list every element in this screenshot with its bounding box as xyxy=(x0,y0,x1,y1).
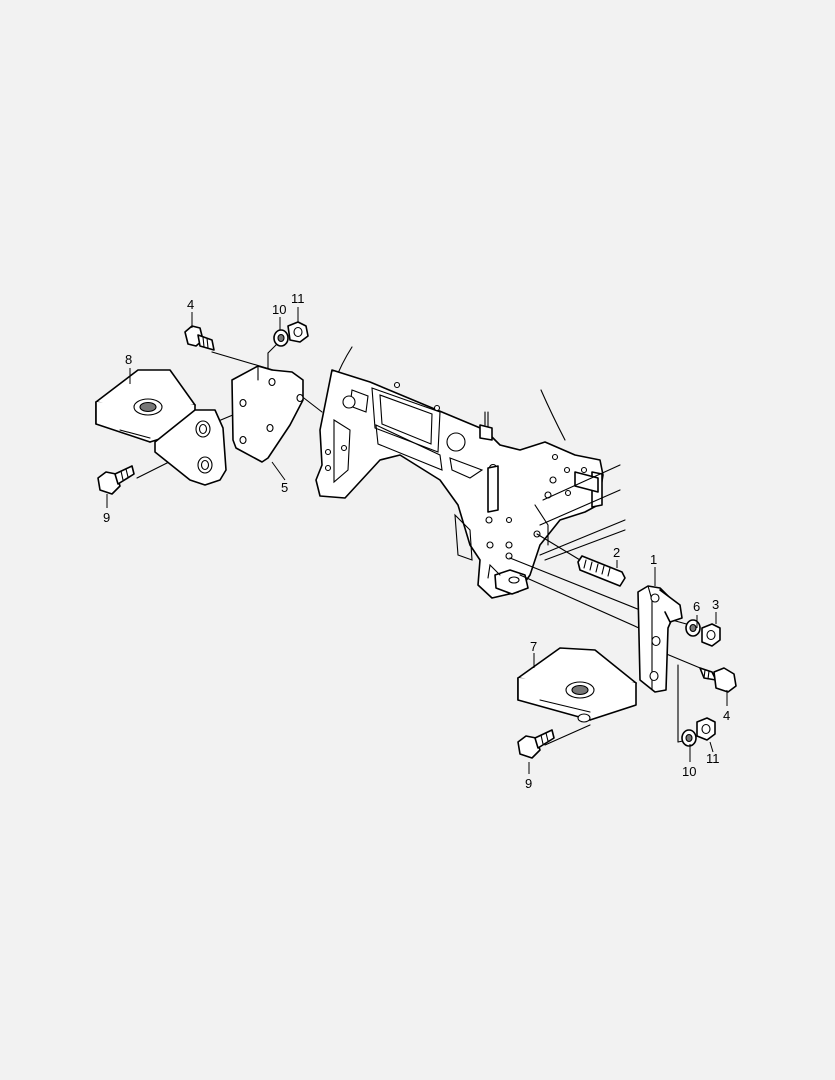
bracket-left xyxy=(231,365,304,463)
callout-6: 6 xyxy=(693,599,700,614)
callout-8: 8 xyxy=(125,352,132,367)
callout-11-top: 11 xyxy=(291,291,305,306)
washer-10-bottom xyxy=(681,729,697,747)
callout-7: 7 xyxy=(530,639,537,654)
bracket-right xyxy=(637,585,683,693)
nut-11-bottom xyxy=(696,717,716,741)
rubber-mount-right xyxy=(517,647,637,723)
bolt-9-right xyxy=(517,729,555,759)
leader-lines xyxy=(106,307,728,774)
rubber-mount-left xyxy=(95,369,227,486)
callout-4-right: 4 xyxy=(723,708,730,723)
callout-9-right: 9 xyxy=(525,776,532,791)
callout-2: 2 xyxy=(613,545,620,560)
bolt-9-left xyxy=(97,465,135,495)
stud xyxy=(577,555,626,587)
callout-11-bottom: 11 xyxy=(706,751,720,766)
engine-housing xyxy=(315,346,626,599)
nut-11-top xyxy=(287,321,309,343)
callout-5: 5 xyxy=(281,480,288,495)
callout-10-top: 10 xyxy=(272,302,286,317)
nut-3 xyxy=(701,623,721,647)
callout-9-left: 9 xyxy=(103,510,110,525)
callout-4-top: 4 xyxy=(187,297,194,312)
washer-10-top xyxy=(273,329,289,347)
washer-6 xyxy=(685,619,701,637)
bolt-4-right xyxy=(699,667,737,693)
callout-3: 3 xyxy=(712,597,719,612)
bolt-4-top xyxy=(184,325,215,351)
callout-10-bottom: 10 xyxy=(682,764,696,779)
callout-1: 1 xyxy=(650,552,657,567)
